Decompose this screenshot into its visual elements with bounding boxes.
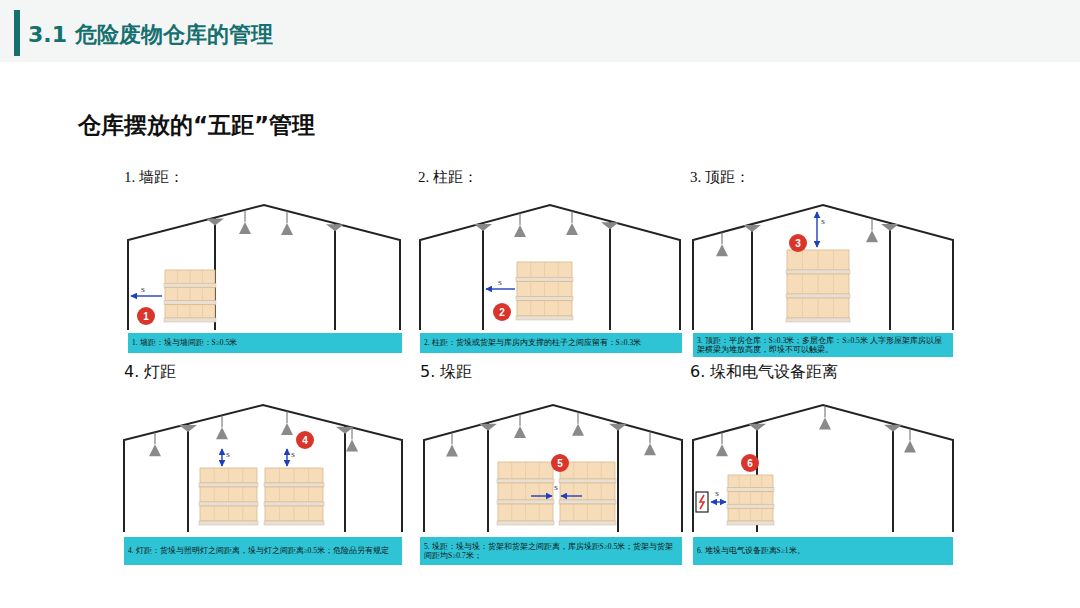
distance-symbol: S bbox=[554, 484, 558, 492]
distance-symbol: S bbox=[141, 286, 145, 294]
callout-number: 6 bbox=[741, 454, 759, 472]
callout-text: 1 bbox=[143, 311, 149, 322]
caption-text: 6. 堆垛与电气设备距离S≥1米。 bbox=[697, 546, 805, 555]
callout-number: 3 bbox=[789, 234, 807, 252]
caption-band: 6. 堆垛与电气设备距离S≥1米。 bbox=[693, 537, 953, 565]
callout-text: 2 bbox=[499, 307, 505, 318]
panel-heading: 3. 顶距： bbox=[690, 168, 750, 187]
callout-number: 1 bbox=[137, 307, 155, 325]
distance-symbol: S bbox=[291, 451, 295, 459]
panel-heading: 5. 垛距 bbox=[420, 362, 472, 383]
caption-band: 5. 垛距：垛与垛：货架和货架之间距离，库房垛距S≥0.5米；货架与货架间距均S… bbox=[420, 537, 682, 565]
callout-text: 3 bbox=[795, 238, 801, 249]
callout-number: 2 bbox=[493, 303, 511, 321]
caption-band: 3. 顶距：平房仓库：S≥0.3米；多层仓库：S≥0.5米 人字形屋架库房以屋架… bbox=[693, 333, 953, 357]
callout-text: 5 bbox=[557, 458, 563, 469]
callout-number: 4 bbox=[296, 431, 314, 449]
caption-band: 2. 柱距：货垛或货架与库房内支撑的柱子之间应留有：S≥0.3米 bbox=[420, 333, 682, 353]
slide-title: 3.1 危险废物仓库的管理 bbox=[28, 20, 273, 50]
caption-text: 3. 顶距：平房仓库：S≥0.3米；多层仓库：S≥0.5米 人字形屋架库房以屋架… bbox=[697, 336, 949, 355]
caption-text: 2. 柱距：货垛或货架与库房内支撑的柱子之间应留有：S≥0.3米 bbox=[424, 338, 641, 347]
callout-text: 4 bbox=[302, 435, 308, 446]
callout-text: 6 bbox=[747, 458, 753, 469]
panel-heading: 4. 灯距 bbox=[124, 362, 176, 383]
panel-heading: 6. 垛和电气设备距离 bbox=[690, 362, 838, 383]
distance-symbol: S bbox=[226, 451, 230, 459]
caption-band: 1. 墙距：垛与墙间距：S≥0.5米 bbox=[128, 333, 402, 353]
sub-title: 仓库摆放的“五距”管理 bbox=[78, 110, 315, 141]
caption-text: 4. 灯距：货垛与照明灯之间距离，垛与灯之间距离≥0.5米；危险品另有规定 bbox=[128, 546, 389, 555]
distance-symbol: S bbox=[821, 218, 825, 226]
caption-text: 1. 墙距：垛与墙间距：S≥0.5米 bbox=[132, 338, 237, 347]
callout-number: 5 bbox=[551, 454, 569, 472]
distance-symbol: S bbox=[715, 490, 719, 498]
distance-symbol: S bbox=[498, 279, 502, 287]
panel-heading: 1. 墙距： bbox=[124, 168, 184, 187]
caption-text: 5. 垛距：垛与垛：货架和货架之间距离，库房垛距S≥0.5米；货架与货架间距均S… bbox=[424, 542, 678, 561]
panel-heading: 2. 柱距： bbox=[418, 168, 478, 187]
caption-band: 4. 灯距：货垛与照明灯之间距离，垛与灯之间距离≥0.5米；危险品另有规定 bbox=[124, 537, 402, 565]
